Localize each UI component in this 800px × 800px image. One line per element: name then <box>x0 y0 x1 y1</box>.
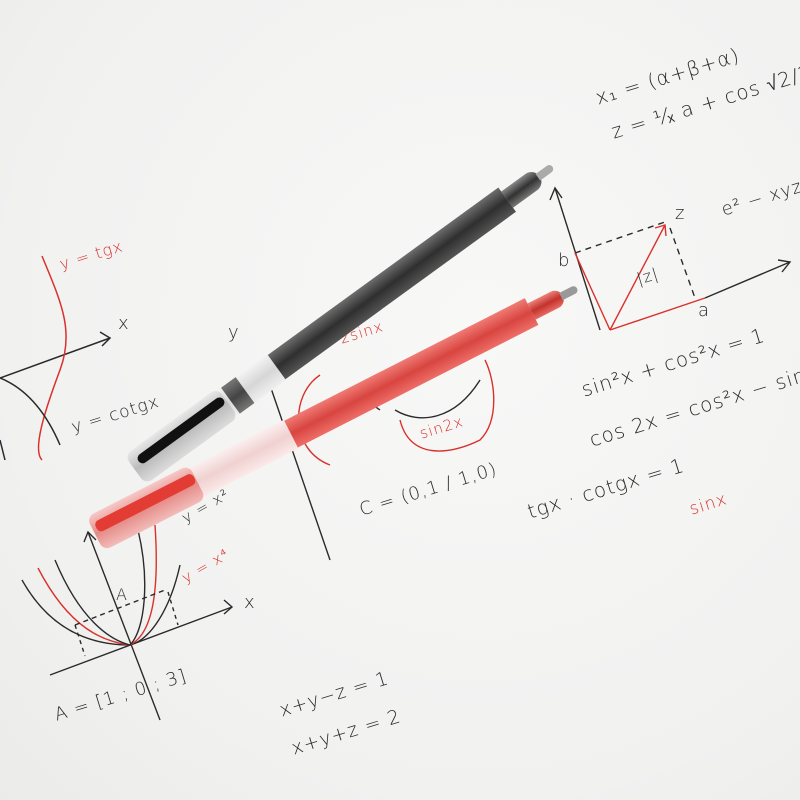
label-point-a: A <box>116 585 128 604</box>
label-z: z <box>675 203 686 224</box>
label-x-axis-1: x <box>118 313 130 334</box>
tg-cotg-graph <box>0 255 112 461</box>
complex-plane-graph <box>549 186 792 331</box>
parabola-graph <box>21 524 234 721</box>
label-b: b <box>558 250 571 271</box>
label-y-axis: y <box>228 322 240 343</box>
label-x-axis-2: x <box>244 592 256 613</box>
label-a: a <box>698 300 711 321</box>
